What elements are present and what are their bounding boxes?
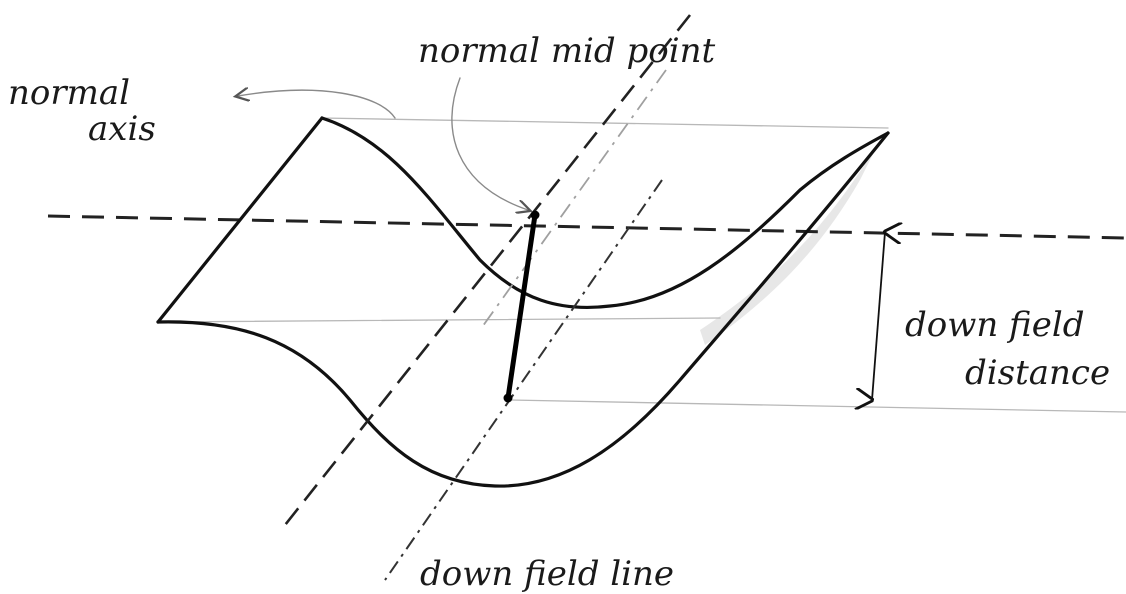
normal-mid-point-label: normal mid point — [418, 31, 716, 71]
normal-axis-dashed-line — [283, 14, 692, 526]
surface-bottom-curve — [156, 131, 890, 488]
surface-shading — [700, 140, 880, 345]
down-field-distance-label-line1: down field — [905, 305, 1084, 345]
down-field-dashed-line — [384, 179, 663, 581]
bottom-guide-line — [509, 399, 1126, 413]
surface-top-curve — [320, 116, 890, 310]
down-field-line-label: down field line — [420, 554, 674, 594]
normal-segment — [505, 212, 538, 401]
normal-axis-label-line2: axis — [88, 109, 156, 149]
down-field-distance-label-line2: distance — [965, 353, 1110, 393]
normal-axis-label-line1: normal — [8, 73, 130, 113]
normal-mid-point-dot — [530, 210, 540, 220]
surface-left-edge — [156, 116, 324, 324]
horizontal-dashed-line — [47, 214, 1126, 240]
distance-dimension-arrow — [872, 232, 885, 400]
faint-dashed-line — [479, 69, 667, 331]
normal-mid-point-arrow — [451, 77, 528, 210]
root-guide-line — [157, 317, 721, 323]
normal-axis-arrow — [238, 90, 396, 119]
down-field-point-dot — [503, 393, 513, 403]
